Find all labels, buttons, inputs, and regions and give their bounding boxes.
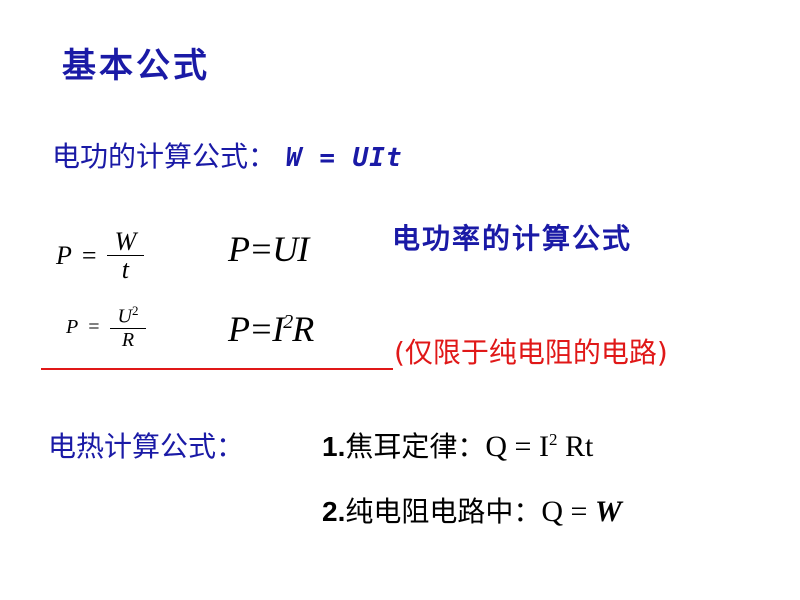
pure-resistance-label: 纯电阻电路中： <box>345 495 542 528</box>
work-label: 电功的计算公式： <box>52 140 277 173</box>
power-formula-u2-over-r: P = U2 R <box>66 303 147 351</box>
formula-equals: = <box>81 241 97 271</box>
joule-law-line: 1.焦耳定律：Q = I2 Rt <box>322 425 593 465</box>
pure-resistance-line: 2.纯电阻电路中：Q = W <box>322 490 622 530</box>
fraction-numerator: U2 <box>117 303 139 328</box>
work-formula: W = UIt <box>286 143 403 173</box>
fraction: W t <box>106 227 145 285</box>
formula-equals: = <box>88 315 100 338</box>
power-formula-w-over-t: P = W t <box>56 227 145 285</box>
exponent: 2 <box>131 303 139 318</box>
fraction-bar <box>109 327 147 329</box>
page-title: 基本公式 <box>62 46 210 86</box>
joule-law-label: 焦耳定律： <box>345 430 486 463</box>
exponent: 2 <box>283 311 293 333</box>
fraction: U2 R <box>109 303 147 351</box>
item-number: 2. <box>322 496 346 527</box>
formula-lhs: P <box>66 315 79 338</box>
power-heading: 电功率的计算公式 <box>392 222 633 255</box>
fraction-denominator: R <box>121 328 135 351</box>
joule-law-formula: Q = I2 Rt <box>485 430 594 463</box>
power-formula-ui: P=UI <box>228 229 309 269</box>
fraction-numerator: W <box>114 227 137 256</box>
work-formula-line: 电功的计算公式： W = UIt <box>52 135 403 175</box>
formula-lhs: P <box>56 241 72 271</box>
divider-line <box>41 368 393 370</box>
heat-label: 电热计算公式： <box>48 430 245 463</box>
fraction-bar <box>106 255 145 257</box>
item-number: 1. <box>322 431 346 462</box>
fraction-denominator: t <box>121 255 130 285</box>
power-formula-i2r: P=I2R <box>228 309 314 349</box>
pure-resistance-note: (仅限于纯电阻的电路) <box>394 336 668 369</box>
pure-resistance-formula: Q = W <box>541 495 622 528</box>
